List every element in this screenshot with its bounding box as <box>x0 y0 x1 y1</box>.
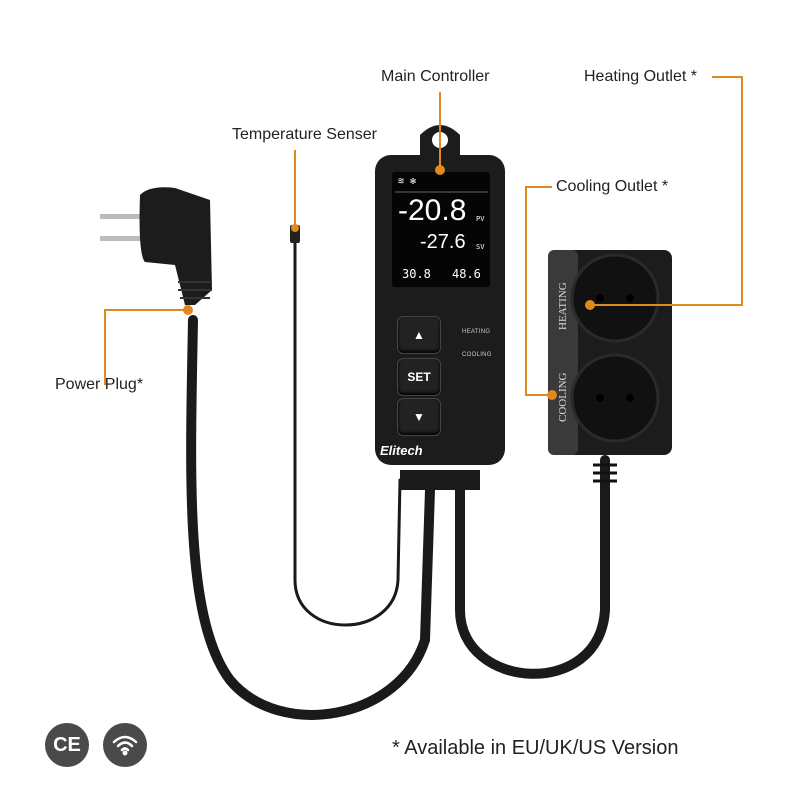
power-plug <box>100 187 212 305</box>
set-button[interactable]: SET <box>397 358 441 396</box>
label-cooling-outlet: Cooling Outlet * <box>556 178 669 195</box>
label-temperature-sensor: Temperature Senser <box>232 126 377 143</box>
power-cable <box>186 315 435 720</box>
ce-mark-text: CE <box>53 733 81 756</box>
outlet-cable <box>455 455 610 679</box>
pv-value: -20.8 <box>398 194 467 227</box>
pv-unit: PV <box>476 215 485 223</box>
label-power-plug: Power Plug* <box>55 376 144 393</box>
callout-cooling-outlet <box>525 186 552 396</box>
brand-logo: Elitech <box>380 443 423 458</box>
outlet-heating-label: HEATING <box>557 282 569 330</box>
footer-note: * Available in EU/UK/US Version <box>392 737 679 759</box>
down-button[interactable]: ▼ <box>397 398 441 436</box>
wifi-icon: ≋ ✻ <box>398 176 417 187</box>
outlet-cooling-label: COOLING <box>557 372 569 423</box>
right-small-reading: 48.6 <box>452 267 481 281</box>
label-main-controller: Main Controller <box>381 68 490 85</box>
wifi-badge-icon <box>103 723 147 767</box>
callout-power-plug <box>104 309 188 385</box>
left-small-reading: 30.8 <box>402 267 431 281</box>
ce-mark-icon: CE <box>45 723 89 767</box>
sensor-cable <box>293 238 402 627</box>
sv-value: -27.6 <box>420 231 466 253</box>
sv-unit: SV <box>476 243 485 251</box>
up-button[interactable]: ▲ <box>397 316 441 354</box>
callout-heating-outlet <box>590 76 743 306</box>
heating-indicator: HEATING <box>462 329 491 335</box>
label-heating-outlet: Heating Outlet * <box>584 68 697 85</box>
cooling-indicator: COOLING <box>462 352 492 358</box>
